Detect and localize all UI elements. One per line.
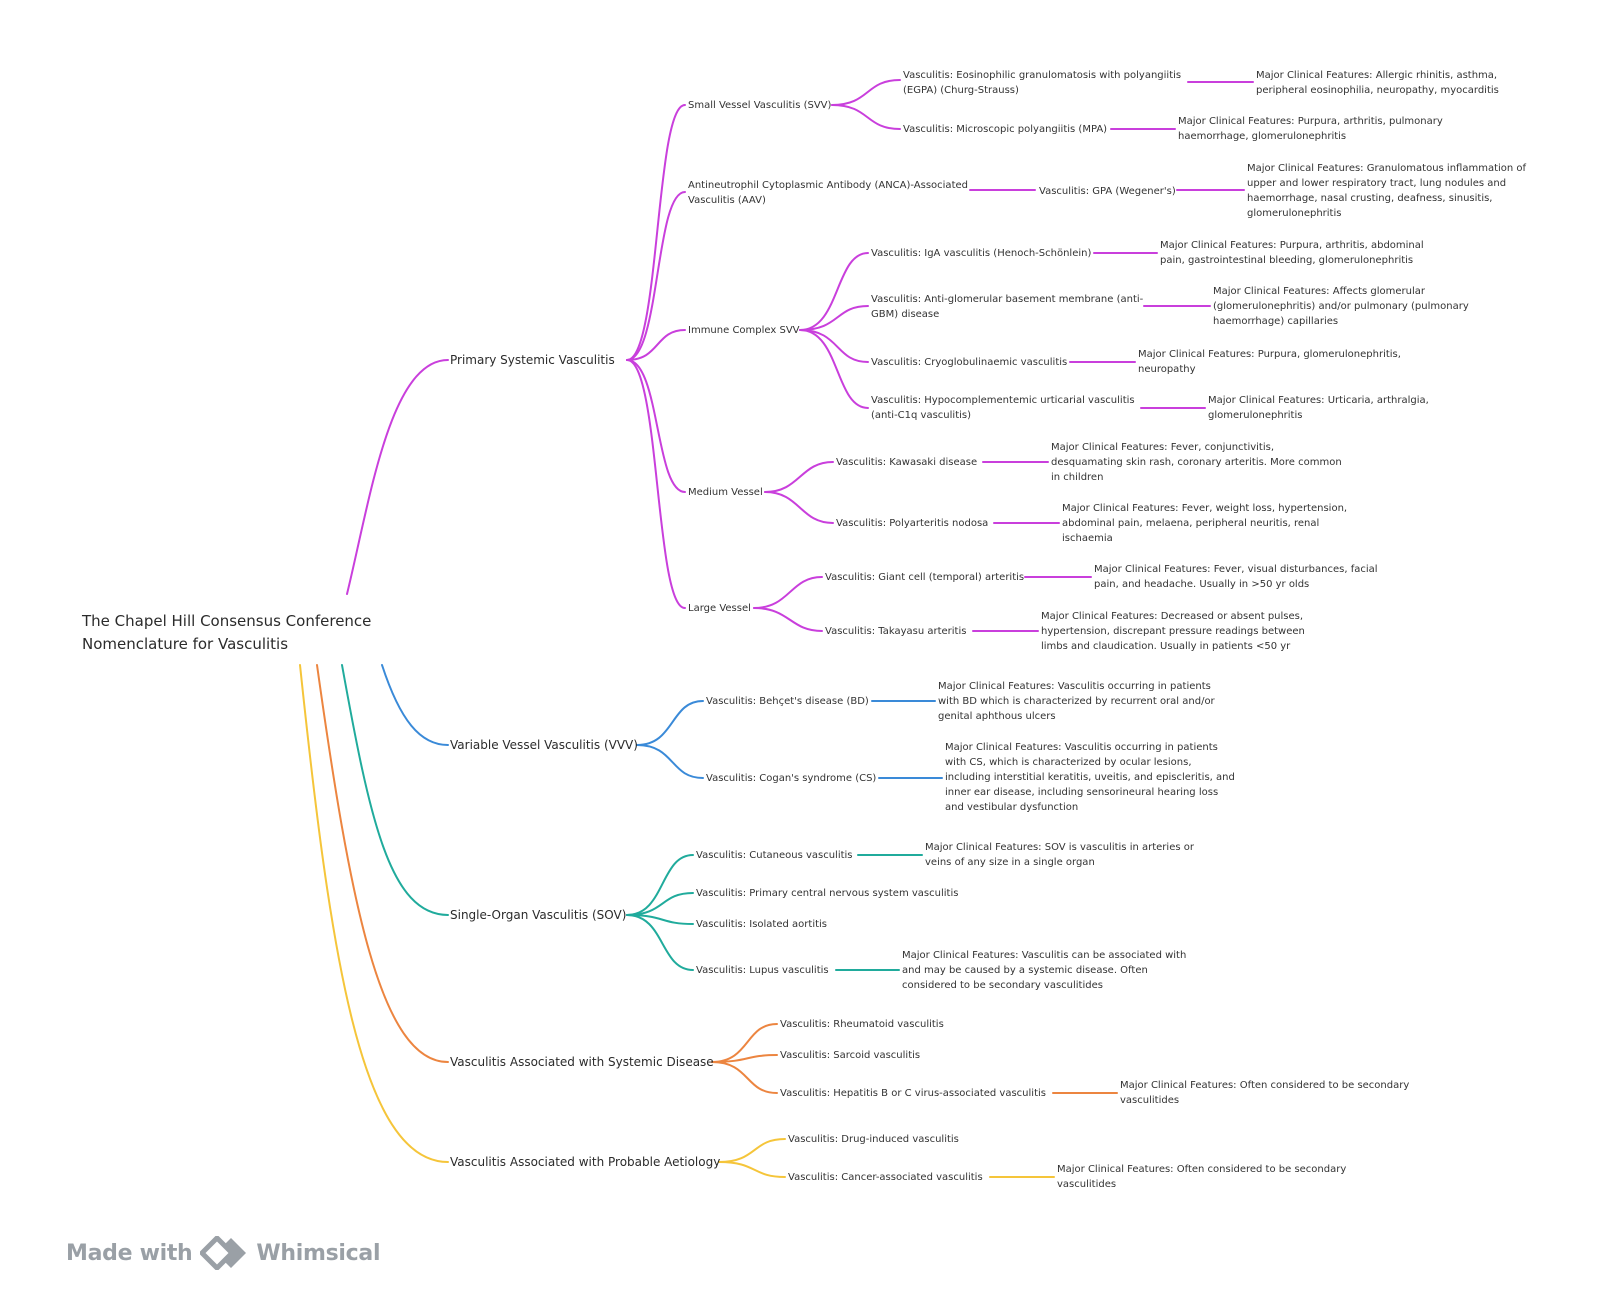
feature-hepatitis-vasculitis[interactable]: Major Clinical Features: Often considere…: [1120, 1080, 1410, 1106]
topic-variable-vessel-vasculitis[interactable]: Variable Vessel Vasculitis (VVV): [450, 738, 638, 752]
connector-psv: [346, 359, 449, 595]
topic-immune-complex-svv[interactable]: Immune Complex SVV: [688, 325, 800, 336]
topic-small-vessel-vasculitis[interactable]: Small Vessel Vasculitis (SVV): [688, 100, 832, 111]
topic-anca-associated-vasculitis[interactable]: Antineutrophil Cytoplasmic Antibody (ANC…: [688, 180, 968, 206]
topic-hepatitis-vasculitis[interactable]: Vasculitis: Hepatitis B or C virus-assoc…: [780, 1088, 1046, 1099]
topic-primary-systemic-vasculitis[interactable]: Primary Systemic Vasculitis: [450, 353, 615, 367]
feature-mpa[interactable]: Major Clinical Features: Purpura, arthri…: [1178, 116, 1443, 142]
topic-large-vessel[interactable]: Large Vessel: [688, 603, 751, 614]
topic-isolated-aortitis[interactable]: Vasculitis: Isolated aortitis: [696, 919, 828, 930]
root-topic[interactable]: The Chapel Hill Consensus Conference Nom…: [82, 612, 372, 653]
feature-lupus-vasculitis[interactable]: Major Clinical Features: Vasculitis can …: [902, 950, 1187, 991]
topic-hypocomplementemic-urticarial-vasculitis[interactable]: Vasculitis: Hypocomplementemic urticaria…: [871, 395, 1135, 421]
feature-behcets-disease[interactable]: Major Clinical Features: Vasculitis occu…: [938, 681, 1215, 722]
topic-iga-vasculitis[interactable]: Vasculitis: IgA vasculitis (Henoch-Schön…: [871, 248, 1092, 259]
feature-cancer-associated-vasculitis[interactable]: Major Clinical Features: Often considere…: [1057, 1164, 1347, 1190]
feature-egpa[interactable]: Major Clinical Features: Allergic rhinit…: [1256, 70, 1499, 96]
topic-cogans-syndrome[interactable]: Vasculitis: Cogan's syndrome (CS): [706, 773, 877, 784]
topic-drug-induced-vasculitis[interactable]: Vasculitis: Drug-induced vasculitis: [788, 1134, 959, 1145]
topic-single-organ-vasculitis[interactable]: Single-Organ Vasculitis (SOV): [450, 908, 627, 922]
feature-giant-cell-arteritis[interactable]: Major Clinical Features: Fever, visual d…: [1094, 564, 1378, 590]
feature-takayasu-arteritis[interactable]: Major Clinical Features: Decreased or ab…: [1041, 611, 1305, 652]
topic-cryoglobulinaemic-vasculitis[interactable]: Vasculitis: Cryoglobulinaemic vasculitis: [871, 357, 1068, 368]
feature-polyarteritis-nodosa[interactable]: Major Clinical Features: Fever, weight l…: [1062, 503, 1348, 544]
topic-takayasu-arteritis[interactable]: Vasculitis: Takayasu arteritis: [825, 626, 967, 637]
topic-behcets-disease[interactable]: Vasculitis: Behçet's disease (BD): [706, 696, 869, 707]
topic-lupus-vasculitis[interactable]: Vasculitis: Lupus vasculitis: [696, 965, 829, 976]
topic-cutaneous-vasculitis[interactable]: Vasculitis: Cutaneous vasculitis: [696, 850, 853, 861]
connector-vapa: [299, 664, 449, 1163]
feature-cogans-syndrome[interactable]: Major Clinical Features: Vasculitis occu…: [945, 742, 1235, 813]
connector-sov: [341, 664, 449, 916]
connector-vasd: [316, 664, 449, 1063]
feature-gpa[interactable]: Major Clinical Features: Granulomatous i…: [1247, 163, 1527, 219]
topic-polyarteritis-nodosa[interactable]: Vasculitis: Polyarteritis nodosa: [836, 518, 989, 529]
feature-anti-gbm-disease[interactable]: Major Clinical Features: Affects glomeru…: [1213, 286, 1469, 327]
connector-vvv: [381, 664, 449, 746]
feature-cryoglobulinaemic-vasculitis[interactable]: Major Clinical Features: Purpura, glomer…: [1138, 349, 1401, 375]
feature-kawasaki-disease[interactable]: Major Clinical Features: Fever, conjunct…: [1051, 442, 1342, 483]
feature-iga-vasculitis[interactable]: Major Clinical Features: Purpura, arthri…: [1160, 240, 1424, 266]
topic-gpa[interactable]: Vasculitis: GPA (Wegener's): [1039, 186, 1176, 197]
made-with-whimsical[interactable]: Made with Whimsical: [66, 1236, 380, 1270]
made-with-label: Made with: [66, 1240, 193, 1266]
feature-hypocomplementemic-urticarial-vasculitis[interactable]: Major Clinical Features: Urticaria, arth…: [1208, 395, 1429, 421]
topic-sarcoid-vasculitis[interactable]: Vasculitis: Sarcoid vasculitis: [780, 1050, 921, 1061]
feature-cutaneous-vasculitis[interactable]: Major Clinical Features: SOV is vasculit…: [925, 842, 1194, 868]
topic-rheumatoid-vasculitis[interactable]: Vasculitis: Rheumatoid vasculitis: [780, 1019, 944, 1030]
topic-cancer-associated-vasculitis[interactable]: Vasculitis: Cancer-associated vasculitis: [788, 1172, 983, 1183]
topic-vasculitis-systemic-disease[interactable]: Vasculitis Associated with Systemic Dise…: [450, 1055, 714, 1069]
topic-vasculitis-probable-aetiology[interactable]: Vasculitis Associated with Probable Aeti…: [450, 1155, 721, 1169]
whimsical-brand: Whimsical: [256, 1240, 381, 1266]
whimsical-logo-icon: [200, 1236, 247, 1270]
topic-mpa[interactable]: Vasculitis: Microscopic polyangiitis (MP…: [903, 124, 1108, 135]
topic-anti-gbm-disease[interactable]: Vasculitis: Anti-glomerular basement mem…: [871, 294, 1144, 320]
topic-giant-cell-arteritis[interactable]: Vasculitis: Giant cell (temporal) arteri…: [825, 572, 1025, 583]
topic-primary-cns-vasculitis[interactable]: Vasculitis: Primary central nervous syst…: [696, 888, 959, 899]
topic-egpa[interactable]: Vasculitis: Eosinophilic granulomatosis …: [903, 70, 1182, 96]
topic-medium-vessel[interactable]: Medium Vessel: [688, 487, 763, 498]
topic-kawasaki-disease[interactable]: Vasculitis: Kawasaki disease: [836, 457, 978, 468]
